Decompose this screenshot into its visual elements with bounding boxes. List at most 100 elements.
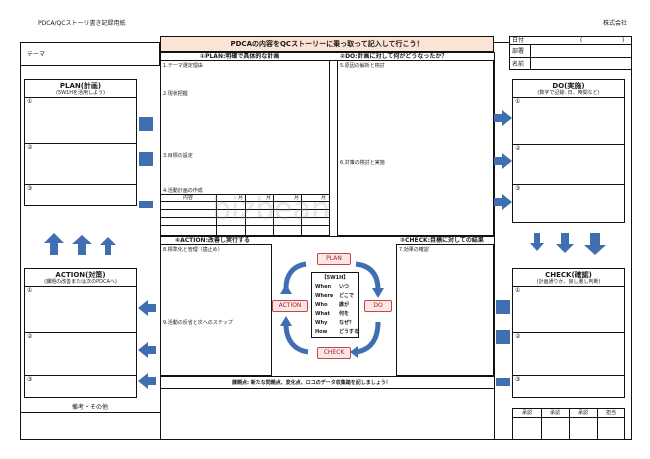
action-field-8[interactable]: 8.標準化と管理（歯止め） xyxy=(163,247,223,253)
action-row-line-2 xyxy=(25,375,136,376)
action-title: ACTION(対策) xyxy=(55,271,106,279)
w-en-5: Why xyxy=(315,320,328,326)
do-right-arrows xyxy=(494,110,512,210)
check-title: CHECK(確認) xyxy=(545,271,592,279)
action-head-line xyxy=(25,286,136,287)
table-col-line-1 xyxy=(216,194,217,235)
cycle-check-label: CHECK xyxy=(317,347,351,359)
plan-section-header: ①PLAN:明確で具体的な計画 xyxy=(200,53,280,60)
approval-label-2: 承認 xyxy=(549,410,560,416)
date-close-paren: ) xyxy=(622,37,625,44)
w-en-1: When xyxy=(315,284,332,290)
table-header-month-4: 月 xyxy=(321,195,327,201)
plan-item-3[interactable]: ③ xyxy=(27,185,33,192)
w-jp-4: 何を xyxy=(339,311,350,317)
cycle-do-label: DO xyxy=(364,300,392,312)
action-item-1[interactable]: ① xyxy=(27,287,33,294)
table-header-month-1: 月 xyxy=(238,195,244,201)
action-field-9[interactable]: 9.活動の反省と次へのステップ xyxy=(163,320,233,326)
center-mid-line xyxy=(160,236,494,237)
check-item-1[interactable]: ① xyxy=(515,287,521,294)
action-row-line-1 xyxy=(25,332,136,333)
date-open-paren: ( xyxy=(580,37,583,44)
table-col-line-2 xyxy=(245,194,246,235)
up-arrows xyxy=(44,233,116,255)
approval-head-line xyxy=(513,417,624,418)
do-item-2[interactable]: ② xyxy=(515,145,521,152)
plan-box: PLAN(計画) (5W1Hを活用しよう) ① ② ③ xyxy=(24,79,137,206)
do-field-5[interactable]: 5.原因の解析と検討 xyxy=(340,63,385,69)
w-en-3: Who xyxy=(315,302,328,308)
approval-block: 承認 承認 承認 担当 xyxy=(512,408,625,440)
plan-square-3 xyxy=(139,201,153,208)
plan-square-2 xyxy=(139,152,153,166)
plan-row-line-1 xyxy=(25,143,136,144)
w-jp-3: 誰が xyxy=(339,302,350,308)
check-detail-box: 7.効果の確認 xyxy=(396,244,494,376)
plan-title: PLAN(計画) xyxy=(59,82,102,90)
w-en-6: How xyxy=(315,329,328,335)
action-item-2[interactable]: ② xyxy=(27,333,33,340)
banner: PDCAの内容をQCストーリーに乗っ取って記入して行こう！ xyxy=(160,36,494,52)
check-box: CHECK(確認) (計画通りか、良し悪し判断) ① ② ③ xyxy=(512,268,625,398)
footer-note-line xyxy=(160,388,494,389)
do-box: DO(実施) (数字で記録: 日、時間など) ① ② ③ xyxy=(512,79,625,223)
footer-note: 課題点: 新たな問題点、変化点、ロコのデータ収集踏を記しましょう！ xyxy=(232,380,391,386)
plan-square-1 xyxy=(139,117,153,131)
date-underline xyxy=(509,44,632,45)
action-box: ACTION(対策) (課題の改善または次のPDCAへ) ① ② ③ xyxy=(24,268,137,398)
approval-label-3: 承認 xyxy=(577,410,588,416)
banner-text: PDCAの内容をQCストーリーに乗っ取って記入して行こう！ xyxy=(230,40,424,48)
info-block xyxy=(509,36,632,70)
plan-field-1[interactable]: 1.テーマ選定理由 xyxy=(163,63,203,69)
action-detail-box: 8.標準化と管理（歯止め） 9.活動の反省と次へのステップ xyxy=(160,244,272,376)
five-w-title: 【5W1H】 xyxy=(321,275,349,281)
do-field-6[interactable]: 6.対策の検討と実施 xyxy=(340,160,385,166)
pdca-cycle-arrows xyxy=(280,261,384,358)
notes-line xyxy=(20,412,160,413)
check-square-2 xyxy=(496,330,510,344)
five-w-one-h-box: 【5W1H】 When いつ Where どこで Who 誰が What 何を … xyxy=(311,272,359,338)
plan-head-line xyxy=(25,97,136,98)
plan-item-1[interactable]: ① xyxy=(27,98,33,105)
table-header-month-2: 月 xyxy=(266,195,272,201)
check-field-7[interactable]: 7.効果の確認 xyxy=(399,247,429,253)
down-arrows xyxy=(530,233,606,255)
check-item-3[interactable]: ③ xyxy=(515,376,521,383)
check-item-2[interactable]: ② xyxy=(515,333,521,340)
plan-item-2[interactable]: ② xyxy=(27,144,33,151)
table-header-month-3: 月 xyxy=(294,195,300,201)
cycle-action-label: ACTION xyxy=(272,300,308,312)
theme-field[interactable]: テーマ xyxy=(20,42,160,66)
w-jp-6: どうする xyxy=(339,329,360,335)
plan-subtitle: (5W1Hを活用しよう) xyxy=(56,90,105,96)
plan-row-line-2 xyxy=(25,184,136,185)
action-section-header: ④ACTION:改善し実行する xyxy=(175,237,250,244)
plan-field-2[interactable]: 2.現状把握 xyxy=(163,91,188,97)
do-head-line xyxy=(513,97,624,98)
plan-field-4[interactable]: 4.活動計画の作成 xyxy=(163,188,203,194)
check-section-header: ③CHECK:目標に対しての結果 xyxy=(400,237,484,244)
do-section-header: ②DO:計画に対して何がどうなったか？ xyxy=(340,53,448,60)
right-divider xyxy=(494,52,495,440)
center-top-line xyxy=(160,52,494,53)
do-title: DO(実施) xyxy=(552,82,585,90)
info-divider xyxy=(530,44,531,70)
do-detail-box: 5.原因の解析と検討 6.対策の検討と実施 xyxy=(337,60,494,236)
approval-col-3 xyxy=(597,409,598,439)
table-col-line-3 xyxy=(273,194,274,235)
approval-col-2 xyxy=(569,409,570,439)
plan-field-3[interactable]: 3.目標の設定 xyxy=(163,153,193,159)
watermark: bizbean xyxy=(212,192,331,227)
action-item-3[interactable]: ③ xyxy=(27,376,33,383)
dept-label: 部署 xyxy=(512,48,525,55)
cycle-plan-label: PLAN xyxy=(317,253,351,265)
do-item-3[interactable]: ③ xyxy=(515,185,521,192)
center-bottom-line xyxy=(160,376,494,377)
w-jp-5: なぜ？ xyxy=(339,320,355,326)
action-subtitle: (課題の改善または次のPDCAへ) xyxy=(44,279,117,285)
check-square-3 xyxy=(496,378,510,386)
check-head-line xyxy=(513,286,624,287)
do-item-1[interactable]: ① xyxy=(515,98,521,105)
do-row-line-1 xyxy=(513,144,624,145)
